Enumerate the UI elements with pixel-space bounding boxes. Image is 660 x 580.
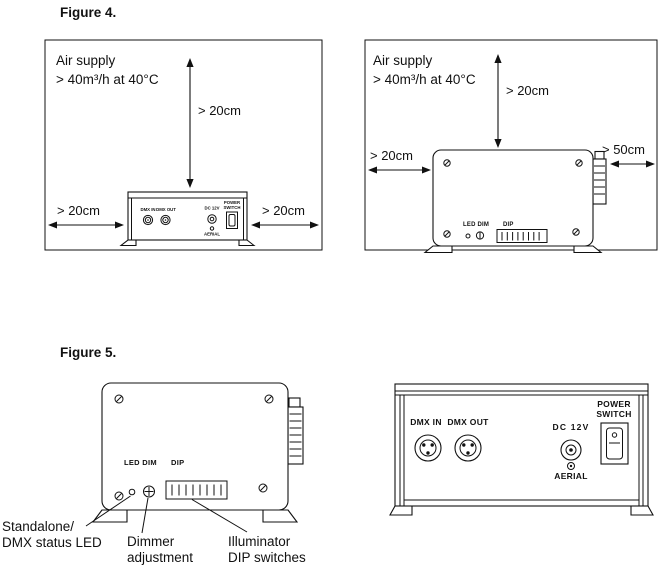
device-foot-left bbox=[423, 245, 453, 254]
figure5-title: Figure 5. bbox=[60, 345, 117, 360]
led-dim-label: LED DIM bbox=[463, 222, 489, 228]
dip-label: DIP bbox=[171, 458, 184, 467]
power-label-line1: POWER bbox=[224, 200, 241, 205]
dc12v-label: DC 12V bbox=[553, 422, 590, 432]
led-dim-label: LED DIM bbox=[124, 458, 157, 467]
clearance-zone-border bbox=[364, 39, 658, 251]
figure4-right-diagram: Air supply > 40m³/h at 40°C > 20cm > 20c… bbox=[364, 39, 658, 254]
annotation-leader-led bbox=[85, 495, 131, 527]
right-clearance-arrow bbox=[251, 221, 319, 229]
xlr-connector-dmx-out bbox=[454, 434, 482, 462]
right-clearance-label: > 50cm bbox=[602, 142, 645, 157]
dip-switch-block bbox=[165, 480, 228, 500]
aerial-connector bbox=[209, 226, 215, 231]
device-front-view: DMX IN DMX OUT DC 12V POWER SWITCH bbox=[389, 383, 654, 516]
device-foot-right bbox=[238, 239, 256, 247]
device-foot-left bbox=[119, 239, 137, 247]
right-clearance-label: > 20cm bbox=[262, 203, 305, 218]
top-clearance-label: > 20cm bbox=[198, 103, 241, 118]
dmx-out-label: DMX OUT bbox=[447, 417, 489, 427]
device-back-view: LED DIM DIP bbox=[91, 382, 304, 523]
air-supply-label-line1: Air supply bbox=[373, 53, 433, 68]
dc-connector bbox=[560, 439, 582, 461]
annotation-leader-dip bbox=[191, 499, 248, 533]
figure4-left-diagram: Air supply > 40m³/h at 40°C > 20cm > 20c… bbox=[44, 39, 323, 251]
corner-screw bbox=[264, 394, 274, 404]
terminal-block bbox=[592, 158, 607, 205]
corner-screw bbox=[114, 491, 124, 501]
terminal-cap bbox=[594, 150, 605, 160]
annotation-dip-line2: DIP switches bbox=[228, 550, 306, 565]
dip-label: DIP bbox=[503, 222, 514, 228]
dc-connector bbox=[207, 214, 217, 224]
device-foot-right bbox=[262, 509, 299, 523]
top-clearance-arrow bbox=[494, 54, 502, 148]
corner-screw bbox=[443, 159, 451, 167]
annotation-led-line1: Standalone/ bbox=[2, 519, 74, 534]
device-back-view-small: LED DIM DIP bbox=[423, 149, 607, 254]
corner-screw bbox=[575, 159, 583, 167]
left-clearance-arrow bbox=[48, 221, 124, 229]
led-indicator bbox=[128, 488, 136, 496]
device-foot-left bbox=[389, 505, 413, 516]
corner-screw bbox=[443, 230, 451, 238]
dmx-out-label: DMX OUT bbox=[156, 207, 176, 212]
dip-switch-block bbox=[496, 229, 548, 243]
dimmer-pot bbox=[143, 485, 155, 498]
rocker-switch bbox=[226, 211, 238, 229]
corner-screw bbox=[258, 483, 268, 493]
corner-screw bbox=[114, 394, 124, 404]
power-label-line1: POWER bbox=[597, 399, 631, 409]
terminal-block bbox=[287, 406, 304, 465]
air-supply-label-line2: > 40m³/h at 40°C bbox=[56, 72, 159, 87]
figure5-back-view: LED DIM DIP Standalone/ bbox=[2, 382, 306, 565]
device-foot-right bbox=[573, 245, 603, 254]
rocker-switch bbox=[600, 422, 629, 465]
aerial-label: AERIAL bbox=[204, 232, 220, 237]
left-clearance-label: > 20cm bbox=[57, 203, 100, 218]
device-front-view-small: DMX IN DMX OUT DC 12V POWER SWITCH AERIA… bbox=[119, 191, 256, 247]
device-foot-left bbox=[91, 509, 128, 523]
dmx-in-label: DMX IN bbox=[410, 417, 442, 427]
top-clearance-arrow bbox=[186, 58, 194, 188]
annotation-led-line2: DMX status LED bbox=[2, 535, 102, 550]
corner-screw bbox=[572, 228, 580, 236]
power-label-line2: SWITCH bbox=[224, 205, 241, 210]
right-clearance-arrow bbox=[610, 160, 655, 168]
air-supply-label-line1: Air supply bbox=[56, 53, 116, 68]
xlr-connector-dmx-in bbox=[414, 434, 442, 462]
led-indicator bbox=[465, 233, 471, 239]
left-clearance-label: > 20cm bbox=[370, 148, 413, 163]
annotation-dimmer-line1: Dimmer bbox=[127, 534, 175, 549]
annotation-dip-line1: Illuminator bbox=[228, 534, 291, 549]
left-clearance-arrow bbox=[368, 166, 431, 174]
device-body bbox=[432, 149, 594, 247]
xlr-connector-dmx-in bbox=[142, 214, 154, 226]
dmx-in-label: DMX IN bbox=[140, 207, 155, 212]
top-clearance-label: > 20cm bbox=[506, 83, 549, 98]
device-body bbox=[101, 382, 289, 511]
figure4-title: Figure 4. bbox=[60, 5, 117, 20]
dc12v-label: DC 12V bbox=[204, 206, 219, 211]
aerial-label: AERIAL bbox=[554, 471, 587, 481]
device-foot-right bbox=[630, 505, 654, 516]
annotation-leader-dimmer bbox=[141, 497, 149, 534]
device-body bbox=[127, 191, 248, 241]
annotation-dimmer-line2: adjustment bbox=[127, 550, 193, 565]
air-supply-label-line2: > 40m³/h at 40°C bbox=[373, 72, 476, 87]
clearance-zone-border bbox=[44, 39, 323, 251]
terminal-cap bbox=[288, 397, 301, 408]
aerial-connector bbox=[567, 462, 575, 470]
dimmer-pot bbox=[475, 231, 485, 240]
device-body bbox=[394, 383, 649, 507]
xlr-connector-dmx-out bbox=[160, 214, 171, 226]
power-label-line2: SWITCH bbox=[596, 409, 631, 419]
figure5-front-view: DMX IN DMX OUT DC 12V POWER SWITCH bbox=[389, 383, 654, 516]
